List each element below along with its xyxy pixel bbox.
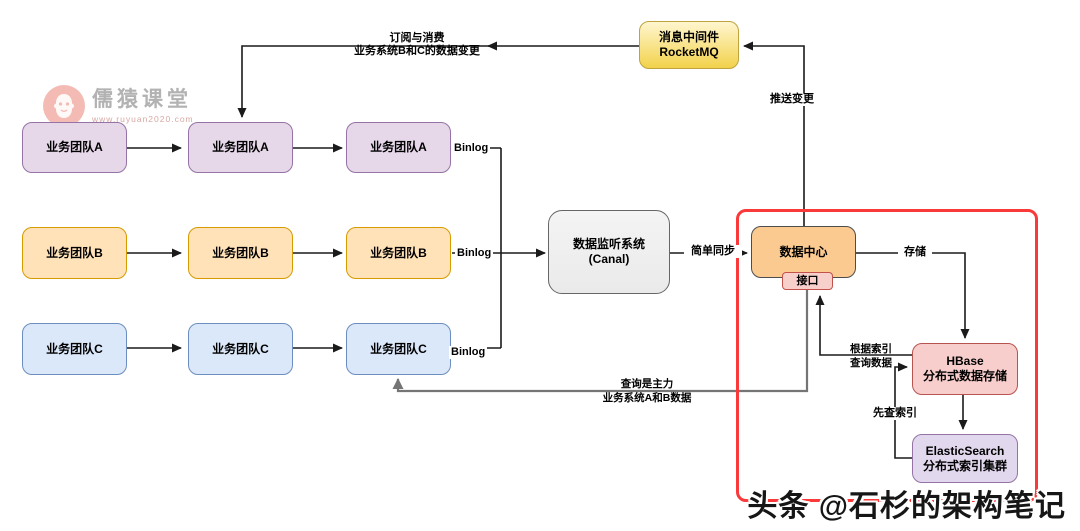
edge-label-push-change: 推送变更 (764, 93, 820, 106)
node-team-c-db3: 业务团队C (346, 323, 451, 375)
edge-label-line: 业务系统B和C的数据变更 (354, 45, 480, 57)
node-label: 接口 (796, 274, 819, 287)
node-team-b-db2: 业务团队B (188, 227, 293, 279)
ruyuan-logo-icon (43, 85, 85, 127)
ruyuan-watermark: 儒猿课堂 www.ruyuan2020.com (43, 85, 194, 127)
node-team-c-db1: 业务团队C (22, 323, 127, 375)
node-rocketmq: 消息中间件 RocketMQ (639, 21, 739, 69)
node-datacenter: 数据中心 (751, 226, 856, 278)
node-hbase-label-line2: 分布式数据存储 (922, 369, 1007, 383)
node-label: 业务团队C (46, 341, 103, 356)
node-label: 业务团队B (370, 245, 427, 260)
node-team-b-db1: 业务团队B (22, 227, 127, 279)
edge-label-line: 根据索引 (850, 343, 892, 355)
node-label: 数据中心 (779, 244, 828, 259)
node-team-b-db3: 业务团队B (346, 227, 451, 279)
edge-label-line: 查询数据 (850, 356, 892, 369)
node-es-label-line1: ElasticSearch (925, 443, 1005, 458)
node-canal: 数据监听系统 (Canal) (548, 210, 670, 294)
node-team-a-db1: 业务团队A (22, 122, 127, 173)
node-rocketmq-label-line1: 消息中间件 (658, 30, 719, 44)
node-canal-label-line1: 数据监听系统 (572, 237, 645, 251)
edge-label-store: 存储 (898, 246, 932, 259)
node-hbase: HBase 分布式数据存储 (912, 343, 1018, 395)
node-rocketmq-label-line2: RocketMQ (659, 45, 719, 59)
node-label: 业务团队A (46, 140, 103, 154)
edge-label-simple-sync: 简单同步 (684, 245, 742, 258)
node-label: 业务团队C (212, 341, 269, 356)
node-team-a-db2: 业务团队A (188, 122, 293, 173)
edge-label-line: 查询是主力 (620, 378, 674, 390)
node-hbase-label-line1: HBase (946, 354, 984, 368)
edge-label-binlog-b: Binlog (455, 247, 494, 260)
node-canal-label-line2: (Canal) (588, 252, 630, 266)
ruyuan-url-text: www.ruyuan2020.com (92, 114, 194, 124)
node-team-c-db2: 业务团队C (188, 323, 293, 375)
node-es-label-line2: 分布式索引集群 (922, 458, 1007, 473)
node-elasticsearch: ElasticSearch 分布式索引集群 (912, 434, 1018, 483)
data-center-group-outline (736, 209, 1038, 502)
edge-label-query-by-index: 根据索引 查询数据 (841, 343, 901, 369)
ruyuan-brand-text: 儒猿课堂 (92, 88, 192, 111)
node-label: 业务团队A (212, 140, 269, 154)
edge-label-binlog-c: Binlog (449, 346, 488, 359)
node-label: 业务团队C (370, 341, 427, 356)
ruyuan-watermark-texts: 儒猿课堂 www.ruyuan2020.com (92, 85, 194, 124)
node-label: 业务团队B (46, 245, 103, 260)
node-label: 业务团队B (212, 245, 269, 260)
toutiao-watermark: 头条 @石杉的架构笔记 (747, 490, 1066, 523)
edge-label-query-index-first: 先查索引 (868, 407, 922, 420)
node-label: 业务团队A (370, 140, 427, 154)
edge-label-subscribe: 订阅与消费 业务系统B和C的数据变更 (307, 32, 527, 58)
node-interface: 接口 (782, 272, 833, 290)
edge-label-binlog-a: Binlog (452, 142, 491, 155)
edge-label-line: 业务系统A和B数据 (602, 391, 692, 404)
edge-label-line: 订阅与消费 (389, 32, 445, 44)
edge-label-query-primary: 查询是主力 业务系统A和B数据 (587, 378, 707, 404)
node-team-a-db3: 业务团队A (346, 122, 451, 173)
